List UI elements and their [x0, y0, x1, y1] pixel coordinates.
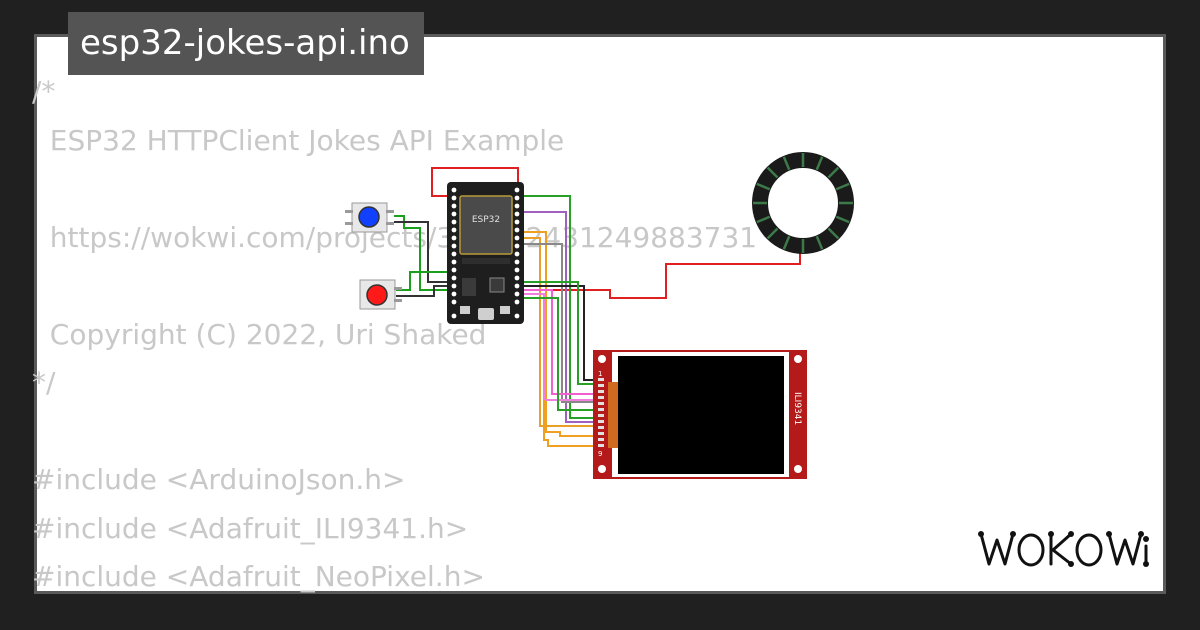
neopixel-led [815, 156, 824, 171]
wire-green-button1 [394, 215, 448, 291]
wire-orange-3 [543, 400, 600, 447]
wire-grey [518, 243, 600, 403]
esp32-board: ESP32 [447, 182, 524, 324]
neopixel-led [766, 166, 779, 179]
code-text: /* ESP32 HTTPClient Jokes API Example ht… [32, 68, 757, 602]
wire-green-2 [518, 281, 600, 385]
wire-black-disp [518, 285, 600, 381]
display-label: ILI9341 [792, 392, 802, 425]
neopixel-led [827, 166, 840, 179]
code-line: #include <ArduinoJson.h> [32, 463, 406, 496]
ili9341-display: 1 9 ILI9341 [593, 350, 807, 479]
neopixel-led [756, 182, 771, 191]
blue-pushbutton [345, 202, 394, 233]
wire-pink-2 [518, 293, 600, 401]
wire-black-button2 [396, 285, 448, 297]
wire-orange-2 [518, 237, 600, 427]
neopixel-led [756, 215, 771, 224]
wires [394, 167, 801, 447]
neopixel-led [835, 215, 850, 224]
display-pin-first: 1 [598, 370, 602, 378]
wire-green-button2 [396, 271, 448, 291]
wire-green-1 [518, 195, 600, 419]
red-pushbutton [359, 279, 402, 310]
neopixel-led [782, 156, 791, 171]
wire-red-ring [509, 252, 801, 299]
esp32-label: ESP32 [472, 215, 500, 225]
code-line: #include <Adafruit_ILI9341.h> [32, 511, 469, 545]
neopixel-led [815, 235, 824, 250]
code-line: Copyright (C) 2022, Uri Shaked [32, 317, 487, 351]
display-pin-last: 9 [598, 450, 602, 458]
code-line: #include <Adafruit_NeoPixel.h> [32, 560, 485, 593]
neopixel-led [782, 235, 791, 250]
wire-pink-1 [518, 289, 600, 395]
code-line: /* [32, 75, 56, 108]
wire-red-top [431, 167, 519, 198]
neopixel-ring [752, 152, 854, 254]
code-line: */ [32, 366, 56, 399]
wire-black-button1 [394, 221, 448, 283]
wire-green-3 [518, 297, 600, 411]
neopixel-led [835, 182, 850, 191]
wire-orange-1 [518, 231, 600, 437]
wokwi-logo [978, 531, 1149, 567]
neopixel-led [827, 227, 840, 240]
file-title: esp32-jokes-api.ino [68, 12, 424, 75]
code-line: ESP32 HTTPClient Jokes API Example [32, 123, 565, 157]
neopixel-led [766, 227, 779, 240]
wire-purple-1 [518, 211, 600, 423]
preview-card [34, 34, 1166, 594]
